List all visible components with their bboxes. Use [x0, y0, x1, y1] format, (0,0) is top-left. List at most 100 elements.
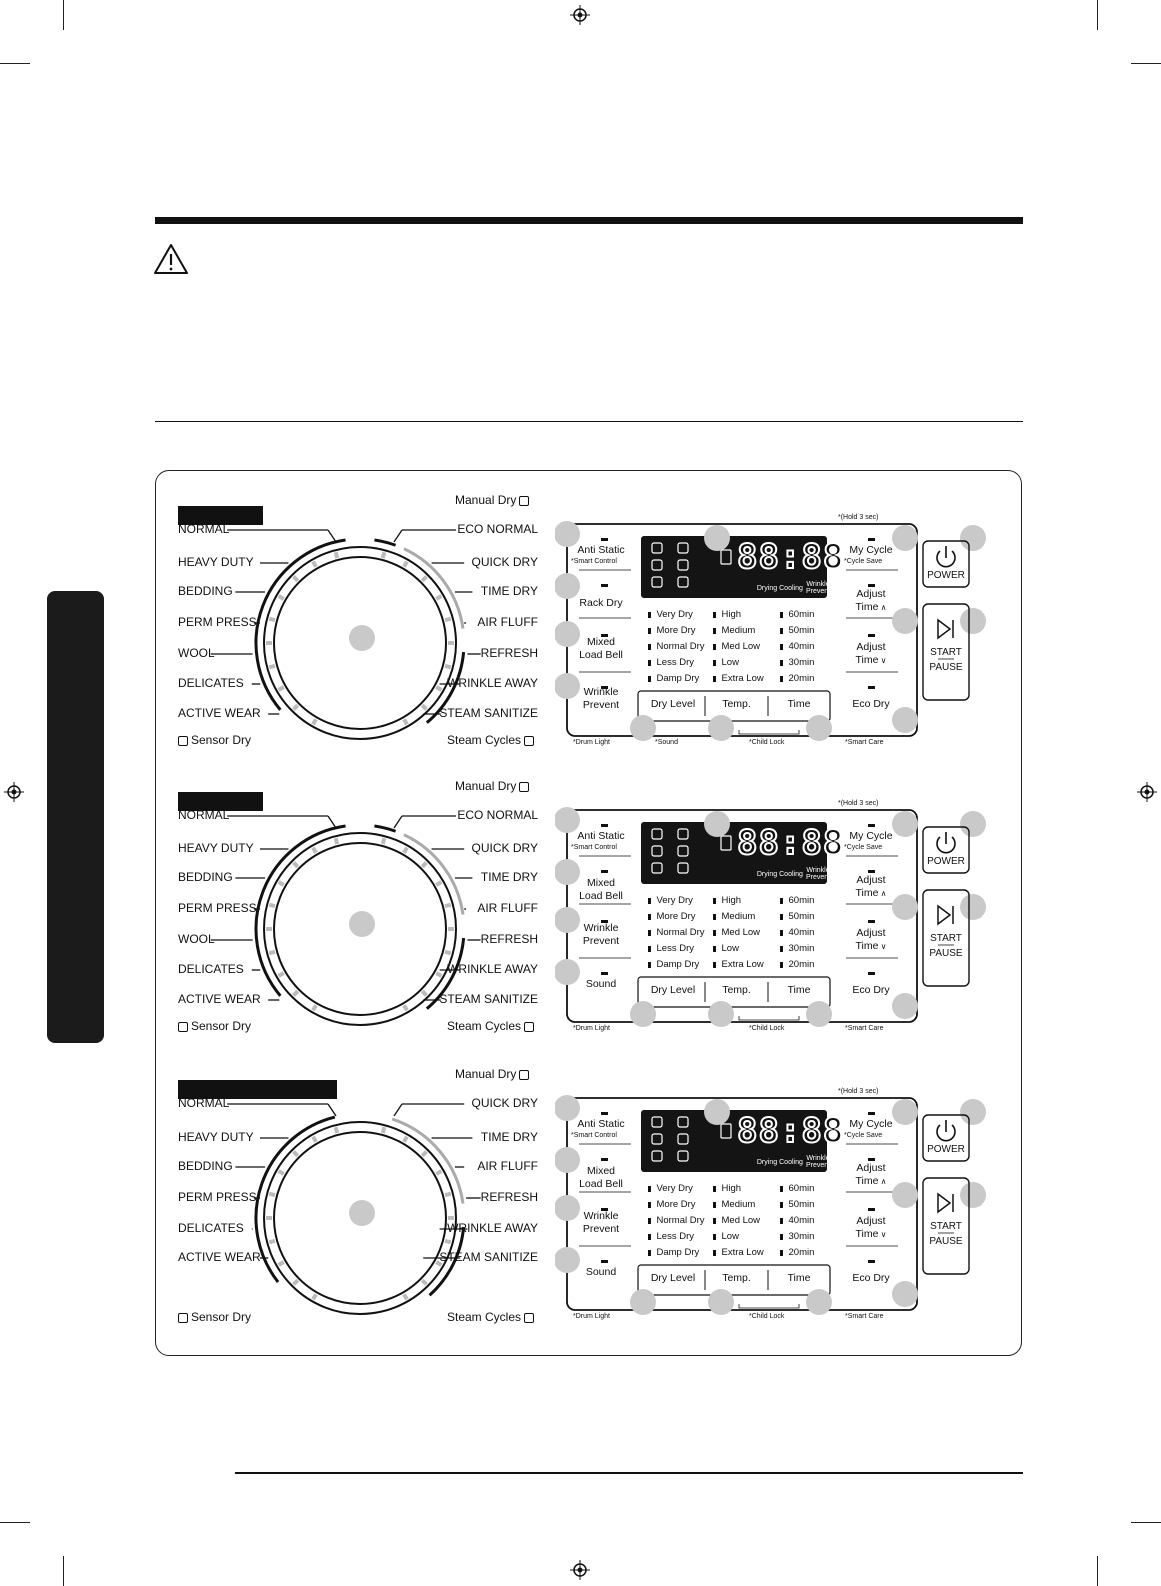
- temperature-option: Low: [713, 943, 739, 954]
- button-my-cycle-0[interactable]: My Cycle: [849, 1118, 893, 1130]
- dial-inner-ring: [273, 1131, 447, 1305]
- button-eco-dry-3[interactable]: Eco Dry: [852, 984, 890, 996]
- time-option: 20min: [780, 1247, 815, 1258]
- time-option: 40min: [780, 1215, 815, 1226]
- dial-outer-ring: [263, 1121, 457, 1315]
- pause-button[interactable]: PAUSE: [929, 662, 963, 673]
- dial-inner-ring: [273, 842, 447, 1016]
- power-button[interactable]: POWER: [927, 1144, 965, 1155]
- start-button[interactable]: START: [930, 933, 962, 944]
- button-time[interactable]: Time: [787, 984, 811, 996]
- callout-marker: [708, 1001, 734, 1027]
- button-eco-dry-3[interactable]: Eco Dry: [852, 698, 890, 710]
- button-temp-[interactable]: Temp.: [722, 984, 751, 996]
- dial-outer-ring: [263, 832, 457, 1026]
- callout-marker: [960, 1099, 986, 1125]
- smart-care-note: *Smart Care: [845, 1313, 884, 1320]
- callout-marker: [555, 807, 580, 833]
- callout-marker: [892, 1281, 918, 1307]
- indicator-led: [601, 1260, 608, 1263]
- power-button-frame: [922, 540, 970, 588]
- pause-button[interactable]: PAUSE: [929, 948, 963, 959]
- option-button-group: [637, 1264, 831, 1296]
- cycle-save-note: *Cycle Save: [844, 1132, 883, 1139]
- pause-button[interactable]: PAUSE: [929, 1236, 963, 1247]
- time-option: 60min: [780, 609, 815, 620]
- control-strip: [555, 521, 986, 741]
- callout-marker: [555, 959, 580, 985]
- dial-program-quick-dry: QUICK DRY: [471, 1096, 538, 1110]
- callout-marker: [704, 811, 730, 837]
- button-my-cycle-0[interactable]: My Cycle: [849, 830, 893, 842]
- button-anti-static[interactable]: Anti Static: [577, 544, 625, 556]
- dial-program-quick-dry: QUICK DRY: [471, 841, 538, 855]
- temperature-option: Low: [713, 1231, 739, 1242]
- dial-program-time-dry: TIME DRY: [480, 584, 538, 598]
- dial-program-steam-sanitize: STEAM SANITIZE: [439, 1250, 538, 1264]
- button-anti-static[interactable]: Anti Static: [577, 1118, 625, 1130]
- temperature-option: Med Low: [713, 1215, 761, 1226]
- timer-icon: [720, 835, 732, 851]
- dry-level-option: Less Dry: [648, 1231, 694, 1242]
- smart-control-note: *Smart Control: [571, 844, 617, 851]
- button-anti-static[interactable]: Anti Static: [577, 830, 625, 842]
- button-dry-level[interactable]: Dry Level: [650, 698, 696, 710]
- sound-note: *Sound: [655, 739, 678, 746]
- start-pause-button-frame: [922, 889, 970, 987]
- dial-program-refresh: REFRESH: [480, 646, 538, 660]
- footer-rule: [235, 1472, 1023, 1474]
- start-button[interactable]: START: [930, 1221, 962, 1232]
- manual-dry-label: Manual Dry: [455, 779, 530, 793]
- button-dry-level[interactable]: Dry Level: [650, 1272, 696, 1284]
- button-sound[interactable]: Sound: [585, 978, 617, 990]
- sensor-dry-label: Sensor Dry: [178, 1310, 251, 1324]
- button-temp-[interactable]: Temp.: [722, 698, 751, 710]
- drum-light-note: *Drum Light: [573, 739, 610, 746]
- timer-icon: [720, 1123, 732, 1139]
- callout-marker: [555, 859, 580, 885]
- cycle-save-note: *Cycle Save: [844, 844, 883, 851]
- power-button[interactable]: POWER: [927, 856, 965, 867]
- option-button-group: [637, 690, 831, 722]
- button-rack-dry[interactable]: Rack Dry: [579, 597, 623, 609]
- callout-marker: [555, 621, 580, 647]
- dial-program-normal: NORMAL: [178, 522, 230, 536]
- dial-program-steam-sanitize: STEAM SANITIZE: [439, 706, 538, 720]
- time-option: 50min: [780, 1199, 815, 1210]
- button-my-cycle-0[interactable]: My Cycle: [849, 544, 893, 556]
- button-sound[interactable]: Sound: [585, 1266, 617, 1278]
- option-button-group: [637, 976, 831, 1008]
- button-temp-[interactable]: Temp.: [722, 1272, 751, 1284]
- callout-marker: [806, 715, 832, 741]
- button-time[interactable]: Time: [787, 1272, 811, 1284]
- hold-note: *(Hold 3 sec): [838, 800, 879, 807]
- lcd-status-icon: [677, 845, 689, 857]
- start-button[interactable]: START: [930, 647, 962, 658]
- button-eco-dry-3[interactable]: Eco Dry: [852, 1272, 890, 1284]
- callout-marker: [960, 894, 986, 920]
- temperature-option: Extra Low: [713, 1247, 764, 1258]
- callout-marker: [630, 715, 656, 741]
- temperature-option: High: [713, 895, 742, 906]
- dial-program-perm-press: PERM PRESS: [178, 1190, 257, 1204]
- child-lock-note: *Child Lock: [749, 1025, 785, 1032]
- button-dry-level[interactable]: Dry Level: [650, 984, 696, 996]
- power-button[interactable]: POWER: [927, 570, 965, 581]
- callout-marker: [349, 1200, 375, 1226]
- control-strip: [555, 807, 986, 1027]
- button-time[interactable]: Time: [787, 698, 811, 710]
